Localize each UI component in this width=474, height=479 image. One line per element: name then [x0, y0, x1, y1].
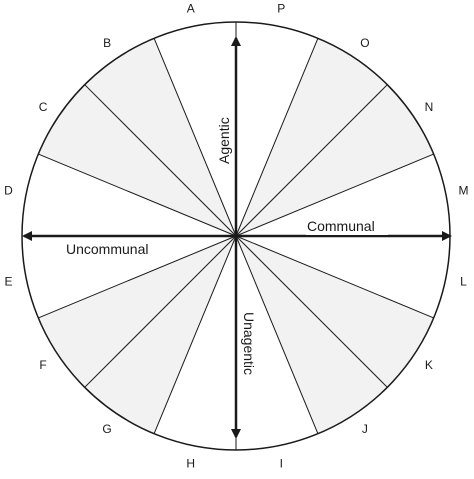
sector-f: [38, 236, 236, 388]
octant-label-l: L: [460, 274, 467, 288]
spoke-line: [235, 153, 434, 237]
spoke-line: [235, 84, 388, 237]
communal-label-bg: [306, 217, 388, 235]
sector-l: [236, 236, 450, 318]
sector-j: [236, 236, 388, 434]
octant-label-e: E: [4, 274, 12, 288]
octant-label-p: P: [277, 2, 285, 16]
octant-label-o: O: [360, 36, 369, 50]
sector-i: [236, 236, 318, 450]
communal-axis-label: Communal: [307, 218, 375, 234]
agentic-label-bg: [215, 104, 233, 166]
sector-a: [154, 22, 236, 236]
spoke-line: [153, 235, 237, 434]
sector-k: [236, 236, 434, 388]
sector-n: [236, 84, 434, 237]
sector-m: [236, 154, 450, 236]
spoke-line: [235, 235, 388, 388]
spoke-line: [153, 38, 237, 237]
sector-c: [38, 84, 236, 237]
octant-label-i: I: [280, 457, 283, 471]
sector-o: [236, 38, 388, 236]
octant-label-m: M: [459, 184, 469, 198]
octant-label-k: K: [425, 358, 433, 372]
uncommunal-axis-label: Uncommunal: [66, 241, 148, 257]
uncommunal-label-bg: [64, 240, 162, 258]
spoke-line: [235, 38, 319, 237]
sector-d: [22, 154, 236, 236]
sector-p: [236, 22, 318, 236]
sector-b: [84, 38, 237, 236]
spoke-line: [38, 235, 237, 319]
spoke-line: [235, 235, 319, 434]
octant-label-c: C: [39, 100, 48, 114]
spoke-line: [38, 153, 237, 237]
spoke-line: [84, 84, 237, 237]
spoke-line: [235, 235, 434, 319]
octant-labels: A B C D E F G H I J K L M N O P: [4, 2, 468, 471]
octant-label-d: D: [4, 184, 13, 198]
sector-h: [154, 236, 236, 450]
octant-label-f: F: [39, 358, 46, 372]
spoke-lines: [22, 22, 450, 450]
octant-label-b: B: [103, 36, 111, 50]
unagentic-label-bg: [240, 310, 258, 380]
octant-label-j: J: [362, 422, 368, 436]
octant-label-h: H: [186, 457, 195, 471]
octant-label-a: A: [187, 2, 195, 16]
spoke-line: [84, 235, 237, 388]
unagentic-axis-label: Unagentic: [241, 312, 257, 375]
sector-g: [84, 236, 237, 434]
octant-label-n: N: [425, 100, 434, 114]
octant-label-g: G: [102, 422, 111, 436]
agentic-axis-label: Agentic: [216, 117, 232, 164]
